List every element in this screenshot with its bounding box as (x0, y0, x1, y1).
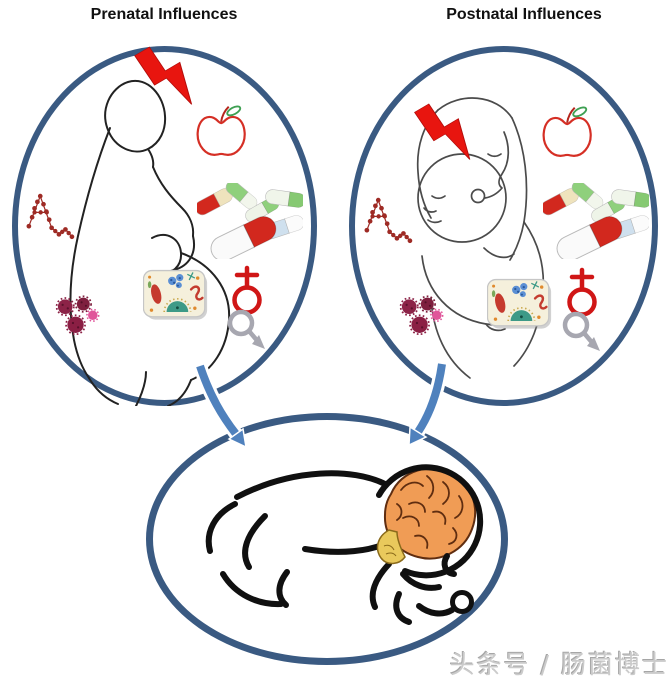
apple-diet-icon (542, 104, 592, 157)
lightning-stress-icon (414, 103, 471, 160)
pill-capsules-icon (197, 183, 303, 259)
postnatal-to-outcome-arrow (408, 362, 449, 447)
postnatal-ellipse (349, 46, 658, 406)
sex-symbols-icon (224, 264, 270, 352)
prenatal-ellipse (12, 46, 317, 406)
brain-icon (376, 467, 477, 565)
prenatal-to-outcome-arrow (193, 363, 247, 449)
molecule-genetics-icon (26, 193, 75, 240)
sex-symbols-icon (559, 266, 605, 354)
gut-microbiome-card-icon (143, 269, 209, 321)
prenatal-title: Prenatal Influences (90, 6, 238, 23)
postnatal-title: Postnatal Influences (446, 6, 602, 23)
virus-particles-icon (399, 295, 444, 336)
crawling-infant-figure (205, 464, 484, 625)
lightning-stress-icon (134, 46, 193, 105)
apple-diet-icon (196, 103, 246, 156)
gut-microbiome-card-icon (487, 278, 553, 330)
watermark: 头条号 / 肠菌博士 (449, 650, 669, 679)
pill-capsules-icon (543, 183, 649, 259)
molecule-genetics-icon (364, 197, 413, 244)
outcome-ellipse (146, 413, 508, 665)
virus-particles-icon (55, 295, 100, 336)
